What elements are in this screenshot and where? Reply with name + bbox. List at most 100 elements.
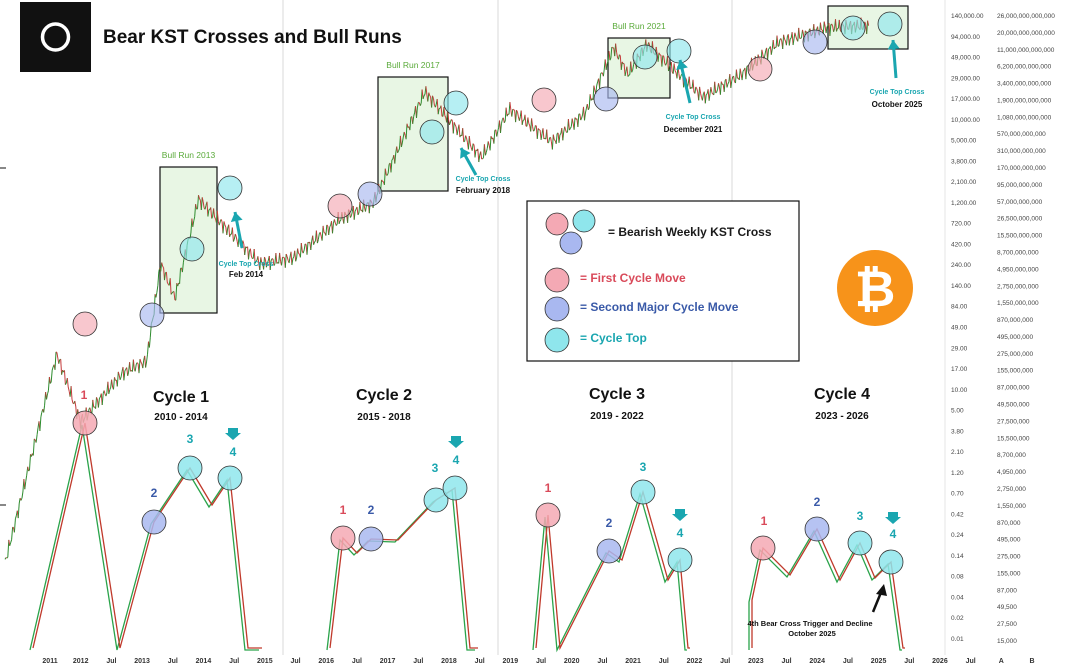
price-segment: [704, 94, 707, 104]
x-tick-label: 2014: [196, 658, 212, 665]
price-segment: [540, 133, 543, 140]
price-segment: [33, 438, 36, 441]
cycle-marker-label: 1: [761, 514, 768, 528]
price-cross-circle: [179, 236, 205, 262]
price-segment: [333, 219, 336, 224]
price-segment: [580, 117, 583, 121]
price-segment: [386, 172, 389, 176]
y-tick-right: 87,000,000: [997, 385, 1030, 392]
price-cross-circle: [419, 119, 445, 145]
cycle-marker-label: 4: [890, 527, 897, 541]
price-segment: [584, 112, 586, 121]
price-segment: [291, 258, 294, 266]
x-tick-label: Jul: [966, 658, 976, 665]
x-tick-label: Jul: [106, 658, 116, 665]
price-segment: [532, 126, 534, 132]
y-tick-left: 3.80: [951, 428, 964, 435]
price-segment: [546, 129, 549, 143]
callout-title: Cycle Top Cross: [870, 89, 925, 96]
y-tick-right: 6,200,000,000,000: [997, 64, 1052, 71]
price-segment: [142, 360, 145, 369]
price-segment: [772, 40, 775, 50]
price-segment: [384, 168, 387, 176]
price-cross-circle: [877, 11, 903, 37]
price-segment: [412, 116, 415, 124]
price-segment: [428, 92, 431, 96]
y-tick-right: 20,000,000,000,000: [997, 30, 1055, 37]
price-segment: [46, 393, 48, 400]
price-segment: [224, 224, 227, 228]
y-tick-right: 15,000: [997, 638, 1017, 645]
price-segment: [192, 220, 195, 227]
price-cross-circle: [840, 15, 866, 41]
cycle-marker-label: 1: [545, 481, 552, 495]
price-segment: [431, 95, 433, 108]
price-segment: [667, 55, 669, 72]
price-segment: [416, 107, 418, 118]
price-segment: [511, 109, 514, 117]
price-segment: [111, 379, 114, 388]
price-segment: [281, 257, 283, 266]
price-segment: [700, 93, 702, 98]
y-tick-left: 10,000.00: [951, 117, 980, 124]
price-segment: [166, 282, 169, 285]
price-segment: [432, 95, 434, 99]
price-segment: [101, 393, 104, 406]
y-tick-right: 27,500: [997, 621, 1017, 628]
price-segment: [254, 261, 257, 264]
price-segment: [835, 19, 837, 32]
logo-box: [20, 2, 91, 72]
x-tick-label: 2016: [318, 658, 334, 665]
bull-run-label-2: Bull Run 2017: [386, 60, 440, 70]
y-axis-labels: 140,000.0094,000.0049,000.0029,000.0017,…: [951, 13, 1055, 645]
price-segment: [226, 227, 229, 235]
price-segment: [391, 158, 394, 161]
price-segment: [670, 62, 673, 72]
kst-cross-circle: [358, 526, 384, 552]
cycle-marker-label: 3: [640, 460, 647, 474]
kst-cross-circle: [667, 547, 693, 573]
price-segment: [665, 62, 668, 66]
price-segment: [127, 371, 130, 376]
legend-item-label: = First Cycle Move: [580, 271, 686, 285]
y-tick-right: 3,400,000,000,000: [997, 81, 1052, 88]
y-tick-left: 0.14: [951, 553, 964, 560]
kst-cross-circle: [630, 479, 656, 505]
price-segment: [788, 38, 791, 46]
y-tick-left: 1.20: [951, 470, 964, 477]
price-segment: [829, 24, 832, 36]
y-tick-right: 310,000,000,000: [997, 148, 1046, 155]
callout-date: Feb 2014: [229, 270, 264, 279]
legend: = Bearish Weekly KST Cross= First Cycle …: [526, 200, 913, 362]
logo-ring: [40, 22, 71, 52]
price-segment: [97, 398, 100, 408]
price-cross-circle: [139, 302, 165, 328]
price-segment: [550, 137, 552, 142]
price-segment: [357, 212, 360, 216]
price-segment: [114, 377, 116, 381]
kst-line-4: [751, 527, 905, 649]
y-tick-right: 26,500,000,000: [997, 216, 1043, 223]
price-segment: [542, 128, 545, 139]
y-tick-right: 1,080,000,000,000: [997, 114, 1052, 121]
callout-arrow-icon: [676, 60, 688, 71]
price-segment: [108, 389, 111, 395]
price-segment: [298, 253, 300, 255]
callout-arrow-icon: [460, 148, 471, 159]
price-segment: [13, 518, 16, 533]
cycle-marker-label: 2: [814, 495, 821, 509]
price-segment: [175, 283, 178, 301]
price-segment: [679, 76, 682, 80]
price-segment: [621, 61, 624, 65]
header: Bear KST Crosses and Bull Runs C: [20, 2, 402, 72]
x-tick-label: Jul: [659, 658, 669, 665]
callout-title: Cycle Top Cross: [219, 261, 274, 268]
price-segment: [365, 204, 367, 212]
price-segment: [802, 29, 804, 35]
price-segment: [515, 110, 517, 123]
price-segment: [229, 233, 232, 237]
price-segment: [696, 88, 699, 93]
price-segment: [157, 271, 160, 286]
cycle-marker-label: 2: [368, 503, 375, 517]
